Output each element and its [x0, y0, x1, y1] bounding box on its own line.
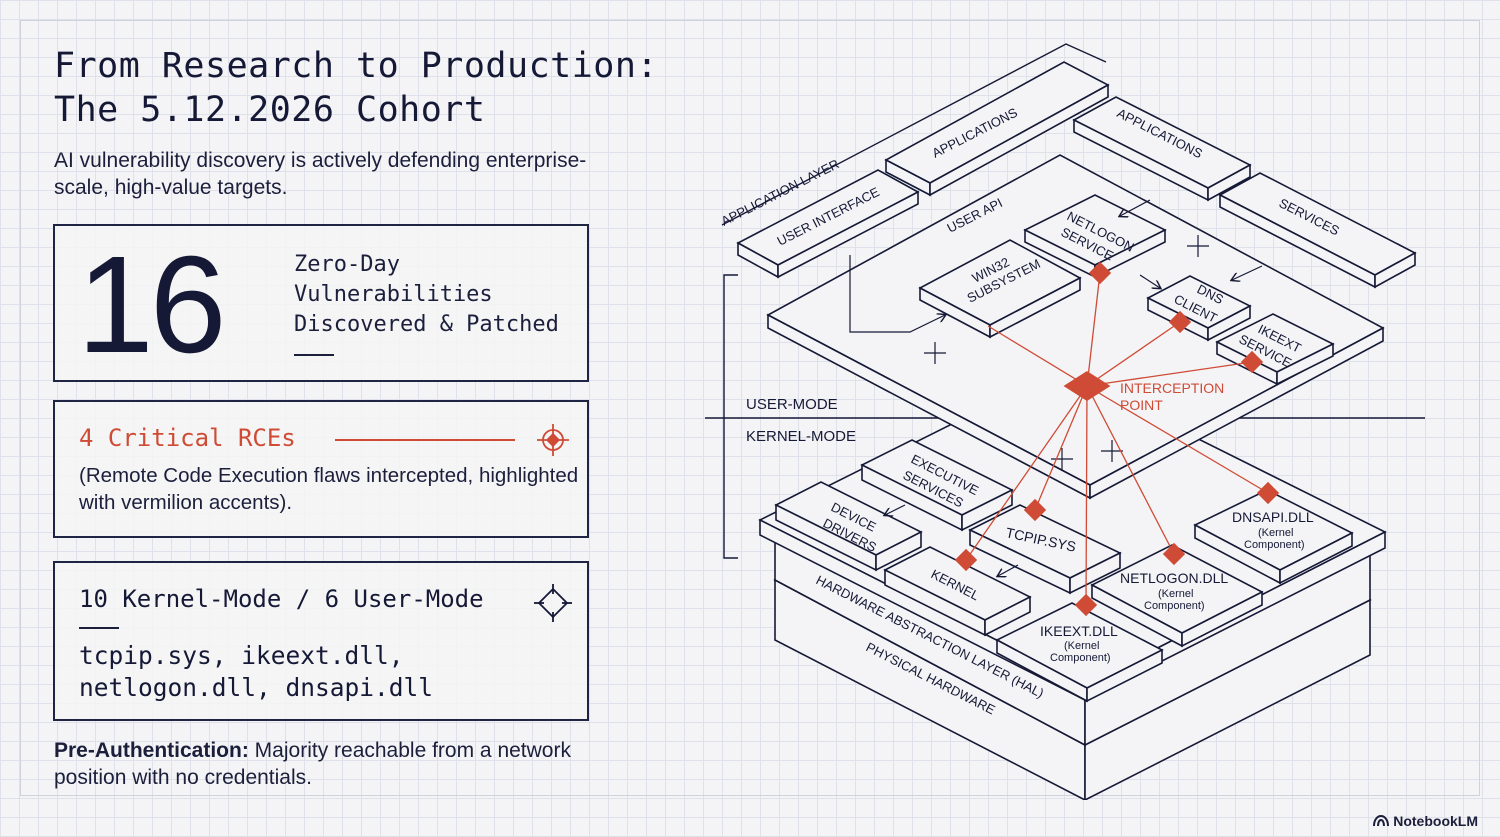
- interception-markers: [954, 261, 1280, 617]
- tcpip-block: [968, 504, 1122, 595]
- netlogon-dll-label: NETLOGON.DLL: [1120, 570, 1228, 586]
- user-mode-label: USER-MODE: [746, 396, 838, 413]
- mode-split-title: 10 Kernel-Mode / 6 User-Mode: [79, 585, 484, 613]
- architecture-diagram: HARDWARE ABSTRACTION LAYER (HAL) PHYSICA…: [705, 43, 1425, 800]
- netlogon-kernel-1: (Kernel: [1158, 588, 1193, 600]
- netlogon-service-block: [1023, 194, 1167, 279]
- connector-tcpip-kernel: [998, 564, 1019, 576]
- dnsapi-kernel-1: (Kernel: [1258, 527, 1293, 539]
- kernel-mode-label: KERNEL-MODE: [746, 428, 856, 445]
- user-mode-bracket: [723, 274, 738, 559]
- netlogon-dll-block: [1090, 544, 1264, 648]
- interception-label-1: INTERCEPTION: [1120, 380, 1224, 396]
- preauth-text: Majority reachable from a network positi…: [54, 739, 571, 789]
- ikeext-dll-label: IKEEXT.DLL: [1040, 623, 1118, 639]
- ikeext-kernel-1: (Kernel: [1064, 640, 1099, 652]
- interception-label-2: POINT: [1120, 397, 1163, 413]
- critical-rce-description: (Remote Code Execution flaws intercepted…: [79, 464, 579, 514]
- mode-split-card: 10 Kernel-Mode / 6 User-Mode tcpip.sys, …: [53, 561, 589, 721]
- mode-split-dash: [79, 627, 119, 629]
- connector-ui-win32: [849, 255, 945, 333]
- plus-marks: [924, 235, 1209, 470]
- affected-files: tcpip.sys, ikeext.dll, netlogon.dll, dns…: [79, 641, 434, 702]
- preauth-bold: Pre-Authentication:: [54, 739, 249, 762]
- interception-lines: [965, 272, 1269, 606]
- zero-day-card: 16 Zero-Day Vulnerabilities Discovered &…: [53, 224, 589, 382]
- crosshair-icon: [537, 424, 569, 456]
- win32-block: [918, 239, 1082, 339]
- user-mode-plate: [766, 154, 1385, 500]
- critical-rce-rule: [335, 439, 515, 441]
- ikeext-dll-block: [995, 602, 1164, 703]
- interception-point-diamond: [1063, 371, 1111, 401]
- dnsapi-kernel-2: Component): [1244, 539, 1305, 551]
- connector-netlogon: [1120, 199, 1151, 216]
- application-layer-outline: [721, 43, 1107, 226]
- connector-exec-drivers: [885, 504, 906, 515]
- page-frame: [20, 20, 1480, 796]
- critical-rce-card: 4 Critical RCEs (Remote Code Execution f…: [53, 400, 589, 538]
- critical-rce-title: 4 Critical RCEs: [79, 424, 296, 452]
- applications-block-1: [884, 61, 1110, 197]
- netlogon-kernel-2: Component): [1144, 600, 1205, 612]
- zero-day-label: Zero-Day Vulnerabilities Discovered & Pa…: [294, 252, 559, 337]
- dnsapi-block: [1193, 489, 1354, 585]
- notebooklm-brand: NotebookLM: [1373, 813, 1478, 829]
- services-block: [1218, 172, 1417, 289]
- page-subtitle: AI vulnerability discovery is actively d…: [54, 149, 587, 199]
- pre-authentication-note: Pre-Authentication: Majority reachable f…: [54, 737, 614, 791]
- brand-name: NotebookLM: [1393, 813, 1478, 829]
- dnsapi-label: DNSAPI.DLL: [1232, 509, 1314, 525]
- user-interface-block: [736, 169, 920, 279]
- executive-services-block: [860, 439, 1014, 532]
- connector-dns: [1139, 274, 1160, 288]
- zero-day-dash: [294, 354, 334, 356]
- device-drivers-block: [774, 481, 923, 572]
- notebooklm-logo-icon: [1373, 815, 1390, 827]
- kernel-block: [883, 546, 1032, 637]
- ikeext-kernel-2: Component): [1050, 652, 1111, 664]
- zero-day-count: 16: [77, 228, 226, 382]
- connector-services-dns: [1232, 265, 1263, 280]
- target-diamond-icon: [534, 584, 572, 622]
- applications-block-2: [1072, 96, 1252, 202]
- page-title: From Research to Production: The 5.12.20…: [54, 46, 659, 130]
